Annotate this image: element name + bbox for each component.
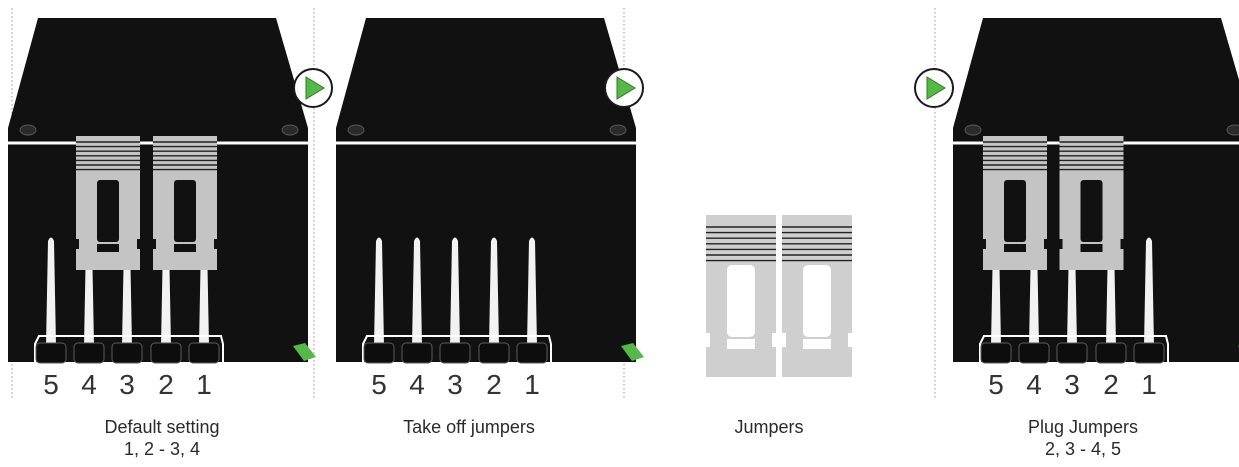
pin-label: 4: [409, 369, 425, 400]
screw-icon: [964, 124, 982, 136]
header-pin: [412, 237, 422, 346]
jumper-window: [97, 180, 119, 242]
header-base-block: [1056, 342, 1088, 364]
jumper-window: [727, 265, 755, 337]
header-base-block: [1018, 342, 1050, 364]
jumper-notch: [704, 333, 710, 347]
header-pin: [374, 237, 384, 346]
jumper-notch: [980, 239, 986, 249]
pin-label: 3: [119, 369, 135, 400]
pin-label: 5: [371, 369, 387, 400]
caption-jumpers: Jumpers: [649, 416, 889, 438]
header-pin: [46, 237, 56, 346]
jumper-notch: [772, 333, 778, 347]
header-base-block: [363, 342, 395, 364]
jumper-notch: [780, 333, 786, 347]
header-bracket: [979, 335, 1169, 369]
jumper-notch: [1056, 239, 1063, 249]
header-base-block: [35, 342, 67, 364]
header-base-block: [1133, 342, 1165, 364]
header-base-block: [1095, 342, 1127, 364]
pin-label: 4: [81, 369, 97, 400]
jumper-notch: [137, 239, 143, 249]
caption-take-off-title: Take off jumpers: [403, 417, 535, 437]
caption-plug-pins: 2, 3 - 4, 5: [1044, 439, 1122, 459]
caption-default-pins: 1, 2 - 3, 4: [123, 439, 201, 459]
jumper-notch: [73, 239, 79, 249]
caption-plug: Plug Jumpers 2, 3 - 4, 5: [963, 416, 1203, 460]
screw-icon: [347, 124, 365, 136]
jumper-window: [174, 180, 196, 242]
jumper-notch: [1120, 239, 1127, 249]
pin-label: 1: [196, 369, 212, 400]
play-arrow-icon: [604, 68, 644, 108]
header-base-block: [439, 342, 471, 364]
header-base-block: [516, 342, 548, 364]
jumper-notch: [848, 333, 854, 347]
play-arrow-icon: [914, 68, 954, 108]
status-led: [621, 343, 644, 361]
caption-jumpers-title: Jumpers: [734, 417, 804, 437]
pin-label: 2: [158, 369, 174, 400]
header-bracket: [34, 335, 224, 369]
screw-icon: [1226, 124, 1239, 136]
jumper-slot: [1080, 244, 1103, 252]
loose-jumpers: [704, 215, 854, 377]
jumper-slot: [1004, 244, 1026, 252]
header-bracket: [362, 335, 552, 369]
header-pin: [450, 237, 460, 346]
header-base-block: [478, 342, 510, 364]
jumper-notch: [214, 239, 220, 249]
pin-label: 1: [1141, 369, 1157, 400]
caption-default-title: Default setting: [104, 417, 220, 437]
jumper-slot: [803, 339, 831, 349]
header-pin: [527, 237, 537, 346]
jumper-window: [803, 265, 831, 337]
jumper-slot: [727, 339, 755, 349]
header-base-block: [111, 342, 143, 364]
header-pin: [1144, 237, 1154, 346]
screw-icon: [281, 124, 299, 136]
header-base-block: [188, 342, 220, 364]
caption-default: Default setting 1, 2 - 3, 4: [42, 416, 282, 460]
header-pin: [489, 237, 499, 346]
screw-icon: [19, 124, 37, 136]
jumper-slot: [97, 244, 119, 252]
status-led: [293, 343, 316, 361]
header-base-block: [73, 342, 105, 364]
pin-label: 5: [43, 369, 59, 400]
header-base-block: [150, 342, 182, 364]
pin-label: 2: [486, 369, 502, 400]
jumper-window: [1080, 180, 1103, 242]
pin-label: 2: [1103, 369, 1119, 400]
jumper-window: [1004, 180, 1026, 242]
pin-label: 4: [1026, 369, 1042, 400]
pin-label: 5: [988, 369, 1004, 400]
screw-icon: [609, 124, 627, 136]
pin-label: 1: [524, 369, 540, 400]
caption-plug-title: Plug Jumpers: [1027, 417, 1139, 437]
pin-label: 3: [447, 369, 463, 400]
play-arrow-icon: [293, 68, 333, 108]
caption-take-off: Take off jumpers: [349, 416, 589, 438]
jumper-notch: [1044, 239, 1050, 249]
device-body: [336, 18, 636, 362]
header-base-block: [980, 342, 1012, 364]
jumper-notch: [150, 239, 156, 249]
header-base-block: [401, 342, 433, 364]
pin-label: 3: [1064, 369, 1080, 400]
jumper-slot: [174, 244, 196, 252]
